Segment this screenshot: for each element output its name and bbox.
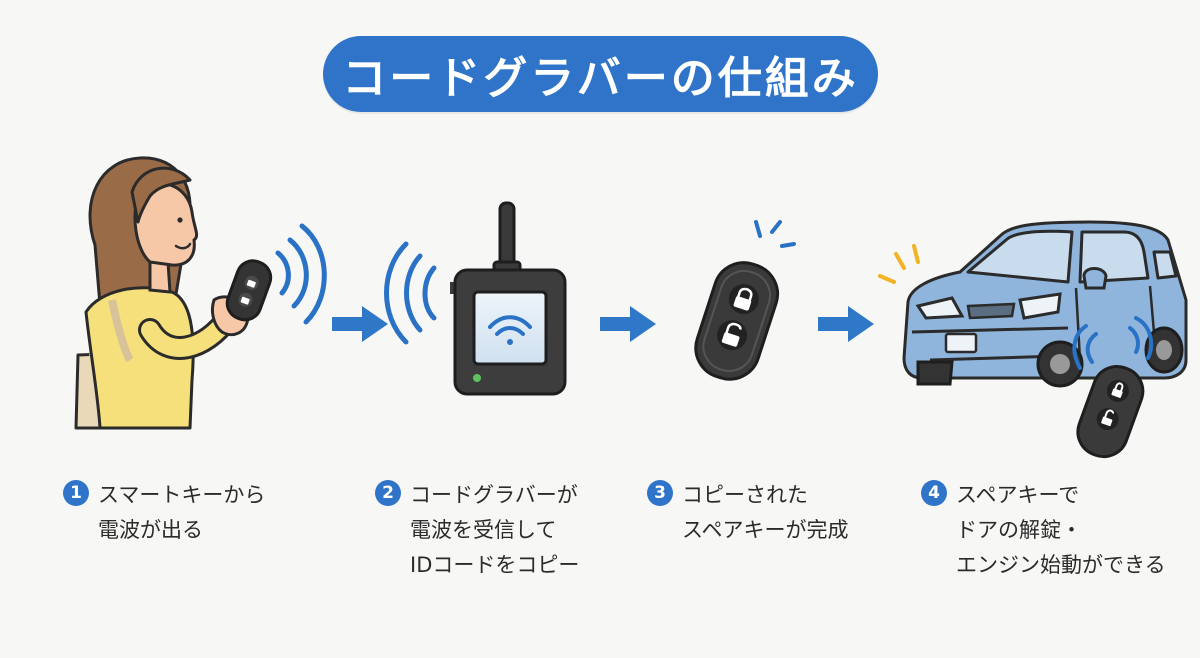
step-text-line: コピーされた <box>682 483 808 507</box>
spare-key-icon <box>694 261 780 381</box>
signal-waves-icon <box>878 244 920 284</box>
step-2: 2 コードグラバーが 電波を受信して IDコードをコピー <box>375 478 579 583</box>
step-3: 3 コピーされた スペアキーが完成 <box>647 478 849 548</box>
page-title: コードグラバーの仕組み <box>323 36 878 112</box>
step-text-line: コードグラバーが <box>410 483 578 507</box>
signal-waves-icon <box>1072 316 1154 370</box>
step-text-line: ドアの解錠・ <box>956 518 1082 542</box>
car-icon <box>902 220 1188 388</box>
arrow-right-icon <box>600 306 656 342</box>
arrow-right-icon <box>332 306 388 342</box>
step-number-badge: 4 <box>921 480 947 506</box>
wifi-icon <box>488 315 532 345</box>
step-text-line: エンジン始動ができる <box>956 553 1166 577</box>
lock-icon <box>733 287 753 311</box>
step-text-line: スペアキーで <box>956 483 1080 507</box>
step-text-line: 電波が出る <box>98 518 203 542</box>
step-text-line: 電波を受信して <box>410 518 557 542</box>
signal-waves-icon <box>754 220 796 248</box>
signal-waves-icon <box>384 241 437 345</box>
step-text-line: IDコードをコピー <box>410 553 580 577</box>
step-4: 4 スペアキーで ドアの解錠・ エンジン始動ができる <box>921 478 1166 583</box>
spare-key-icon <box>1076 365 1145 459</box>
step-1: 1 スマートキーから 電波が出る <box>63 478 265 548</box>
step-number-badge: 2 <box>375 480 401 506</box>
arrow-right-icon <box>818 306 874 342</box>
person-with-key-icon <box>74 156 273 430</box>
lock-icon <box>721 322 742 347</box>
step-number-badge: 1 <box>63 480 89 506</box>
signal-waves-icon <box>275 223 327 325</box>
code-grabber-device-icon <box>450 201 567 396</box>
step-text-line: スマートキーから <box>98 483 266 507</box>
step-text-line: スペアキーが完成 <box>682 518 849 542</box>
illustration <box>74 156 1188 459</box>
step-number-badge: 3 <box>647 480 673 506</box>
